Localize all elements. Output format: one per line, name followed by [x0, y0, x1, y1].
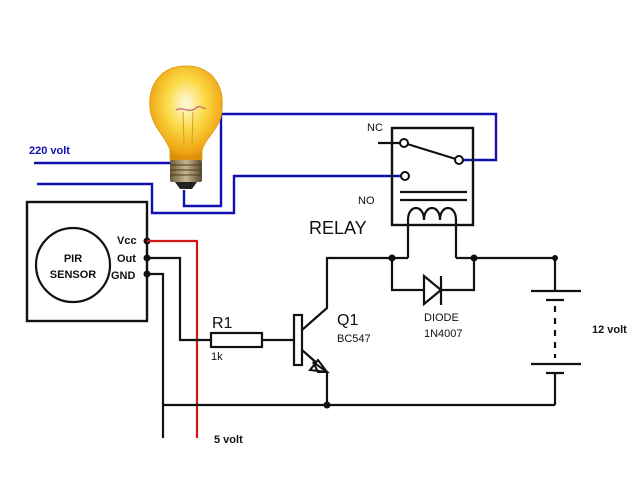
label-logic-supply: 5 volt: [214, 434, 243, 446]
label-r1-value: 1k: [211, 351, 223, 363]
label-no: NO: [358, 195, 375, 207]
label-diode: DIODE: [424, 312, 459, 324]
pin-label-gnd: GND: [111, 270, 136, 282]
label-relay: RELAY: [309, 218, 367, 238]
resistor-r1: [209, 331, 264, 349]
battery-12v: [531, 258, 581, 405]
light-bulb: [149, 65, 223, 189]
relay-switch-contact: [403, 141, 460, 162]
transistor-q1: [292, 256, 388, 405]
pin-label-vcc: Vcc: [117, 235, 137, 247]
relay-common-terminal: [454, 155, 464, 165]
mains-neutral-wire: [37, 174, 405, 215]
gnd-wire: [147, 272, 165, 438]
pir-sensor: PIR SENSOR Vcc Out GND: [25, 200, 151, 323]
label-q1-part: BC547: [337, 333, 371, 345]
relay-body: [390, 126, 475, 227]
relay-nc-terminal: [399, 138, 409, 148]
relay-coil: [406, 206, 458, 225]
label-mains-voltage: 220 volt: [29, 145, 70, 157]
pir-lens: [34, 226, 112, 304]
relay-no-terminal: [400, 171, 410, 181]
label-r1: R1: [212, 315, 233, 332]
pir-label-line2: SENSOR: [50, 269, 97, 281]
relay: [378, 126, 475, 258]
vcc-wire: [147, 239, 199, 438]
diode: [422, 273, 443, 307]
label-q1: Q1: [337, 312, 358, 329]
pir-label-line1: PIR: [64, 253, 82, 265]
out-wire: [147, 256, 211, 342]
pin-label-out: Out: [117, 253, 136, 265]
junction-dot: [323, 401, 331, 409]
label-diode-part: 1N4007: [424, 328, 463, 340]
label-nc: NC: [367, 122, 383, 134]
label-relay-supply: 12 volt: [592, 324, 627, 336]
